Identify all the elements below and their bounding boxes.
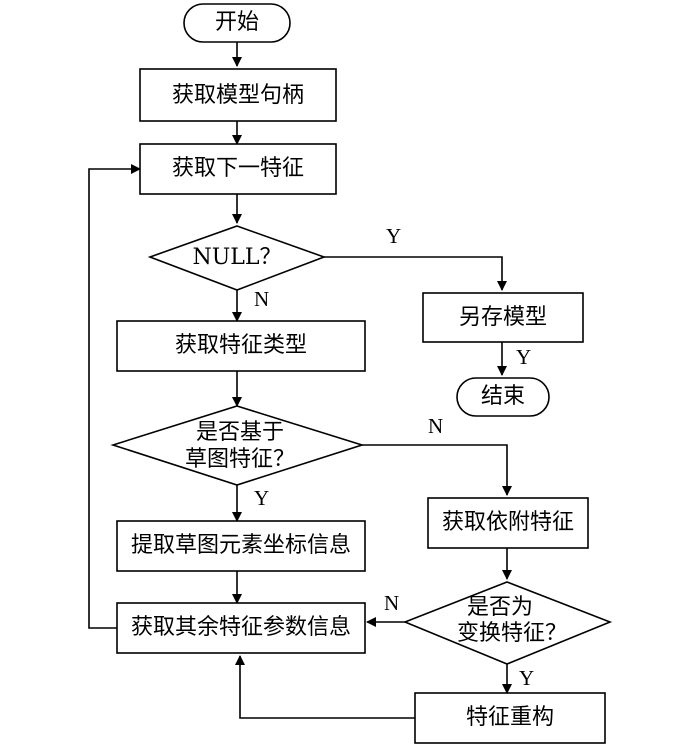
node-start-label: 开始 [215,10,259,35]
node-null-check-label: NULL？ [192,245,281,270]
label-save-yes: Y [516,345,531,369]
node-extract-sketch-label: 提取草图元素坐标信息 [131,533,351,558]
node-start: 开始 [183,3,291,43]
edge-null-yes-to-save [324,256,507,291]
node-get-params: 获取其余特征参数信息 [116,602,366,654]
label-null-no: N [254,287,269,311]
node-get-dependent: 获取依附特征 [427,497,589,549]
node-rebuild: 特征重构 [414,692,606,744]
node-end: 结束 [456,377,550,417]
node-save-model: 另存模型 [422,292,584,343]
node-end-label: 结束 [481,384,525,409]
node-get-handle-label: 获取模型句柄 [172,83,304,108]
node-null-check: NULL？ [147,225,327,291]
label-transform-yes: Y [519,666,534,690]
node-transform-check-label-line2: 变换特征？ [457,621,567,646]
edge-labels: Y N Y N Y N Y [254,224,534,690]
node-transform-check: 是否为 变换特征？ [402,581,613,665]
node-transform-check-label-line1: 是否为 [467,595,533,620]
edge-rebuild-to-params [235,655,415,719]
node-save-model-label: 另存模型 [459,305,547,330]
node-get-type: 获取特征类型 [116,320,366,372]
node-get-next: 获取下一特征 [139,143,337,195]
label-transform-no: N [384,591,399,615]
node-sketch-check-label-line2: 草图特征？ [185,447,295,472]
label-null-yes: Y [386,224,401,248]
edges [88,42,512,719]
node-get-params-label: 获取其余特征参数信息 [131,615,351,640]
edge-params-loop-to-next [88,164,141,629]
node-extract-sketch: 提取草图元素坐标信息 [116,520,366,572]
edge-sketch-no-to-dependent [362,444,512,496]
node-get-dependent-label: 获取依附特征 [442,510,574,535]
label-sketch-yes: Y [254,486,269,510]
node-get-type-label: 获取特征类型 [175,333,307,358]
label-sketch-no: N [428,414,443,438]
node-get-next-label: 获取下一特征 [172,156,304,181]
node-sketch-check-label-line1: 是否基于 [196,420,284,445]
node-sketch-check: 是否基于 草图特征？ [110,405,365,486]
node-get-handle: 获取模型句柄 [139,68,337,122]
node-rebuild-label: 特征重构 [466,705,554,730]
